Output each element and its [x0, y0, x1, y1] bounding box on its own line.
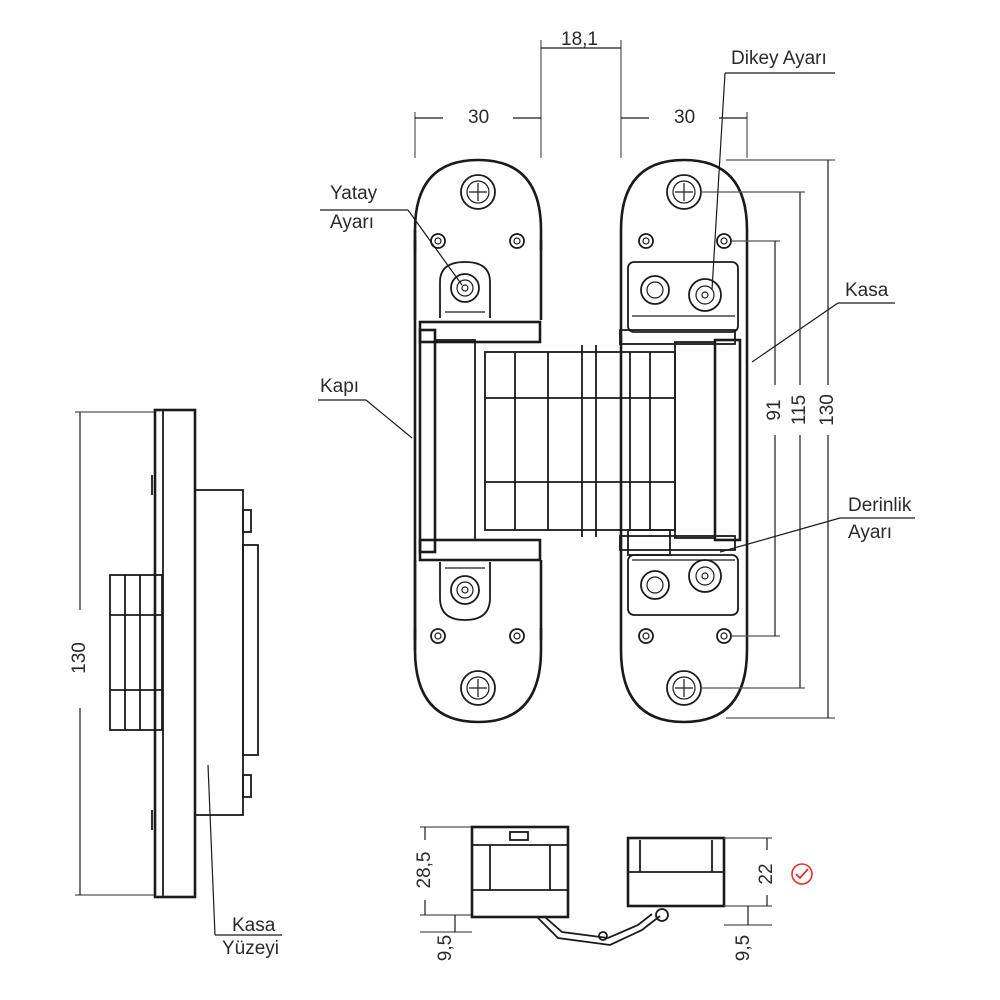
bottom-view — [420, 825, 772, 946]
leader-lines — [207, 72, 915, 936]
kasa-yuzeyi-label-line2: Yüzeyi — [222, 938, 280, 959]
kasa-label: Kasa — [845, 280, 889, 301]
derinlik-ayari-label-line2: Ayarı — [848, 522, 893, 543]
right-leaf — [619, 158, 749, 724]
dim-top-left: 30 — [468, 107, 490, 128]
kapi-label: Kapı — [320, 376, 360, 397]
dim-right-130: 130 — [817, 394, 838, 426]
dim-bottom-28-5: 28,5 — [414, 851, 435, 889]
front-dimension-lines — [414, 40, 835, 719]
dim-right-91: 91 — [764, 399, 785, 421]
dim-top-right: 30 — [674, 107, 696, 128]
dim-right-115: 115 — [789, 394, 810, 426]
dim-bottom-right-9-5: 9,5 — [733, 934, 754, 962]
yatay-ayari-label-line2: Ayarı — [330, 212, 375, 233]
yatay-ayari-label-line1: Yatay — [330, 183, 378, 204]
derinlik-ayari-label-line1: Derinlik — [848, 495, 912, 516]
check-circle-icon — [791, 863, 813, 885]
dim-side-130: 130 — [69, 642, 90, 674]
arm-mechanism — [418, 320, 742, 562]
dim-top-center: 18,1 — [561, 29, 598, 50]
side-view — [75, 408, 259, 899]
left-leaf — [413, 158, 543, 724]
dikey-ayari-label: Dikey Ayarı — [731, 48, 827, 69]
dim-bottom-22: 22 — [756, 863, 777, 885]
dim-bottom-left-9-5: 9,5 — [435, 934, 456, 962]
kasa-yuzeyi-label-line1: Kasa — [232, 915, 276, 936]
